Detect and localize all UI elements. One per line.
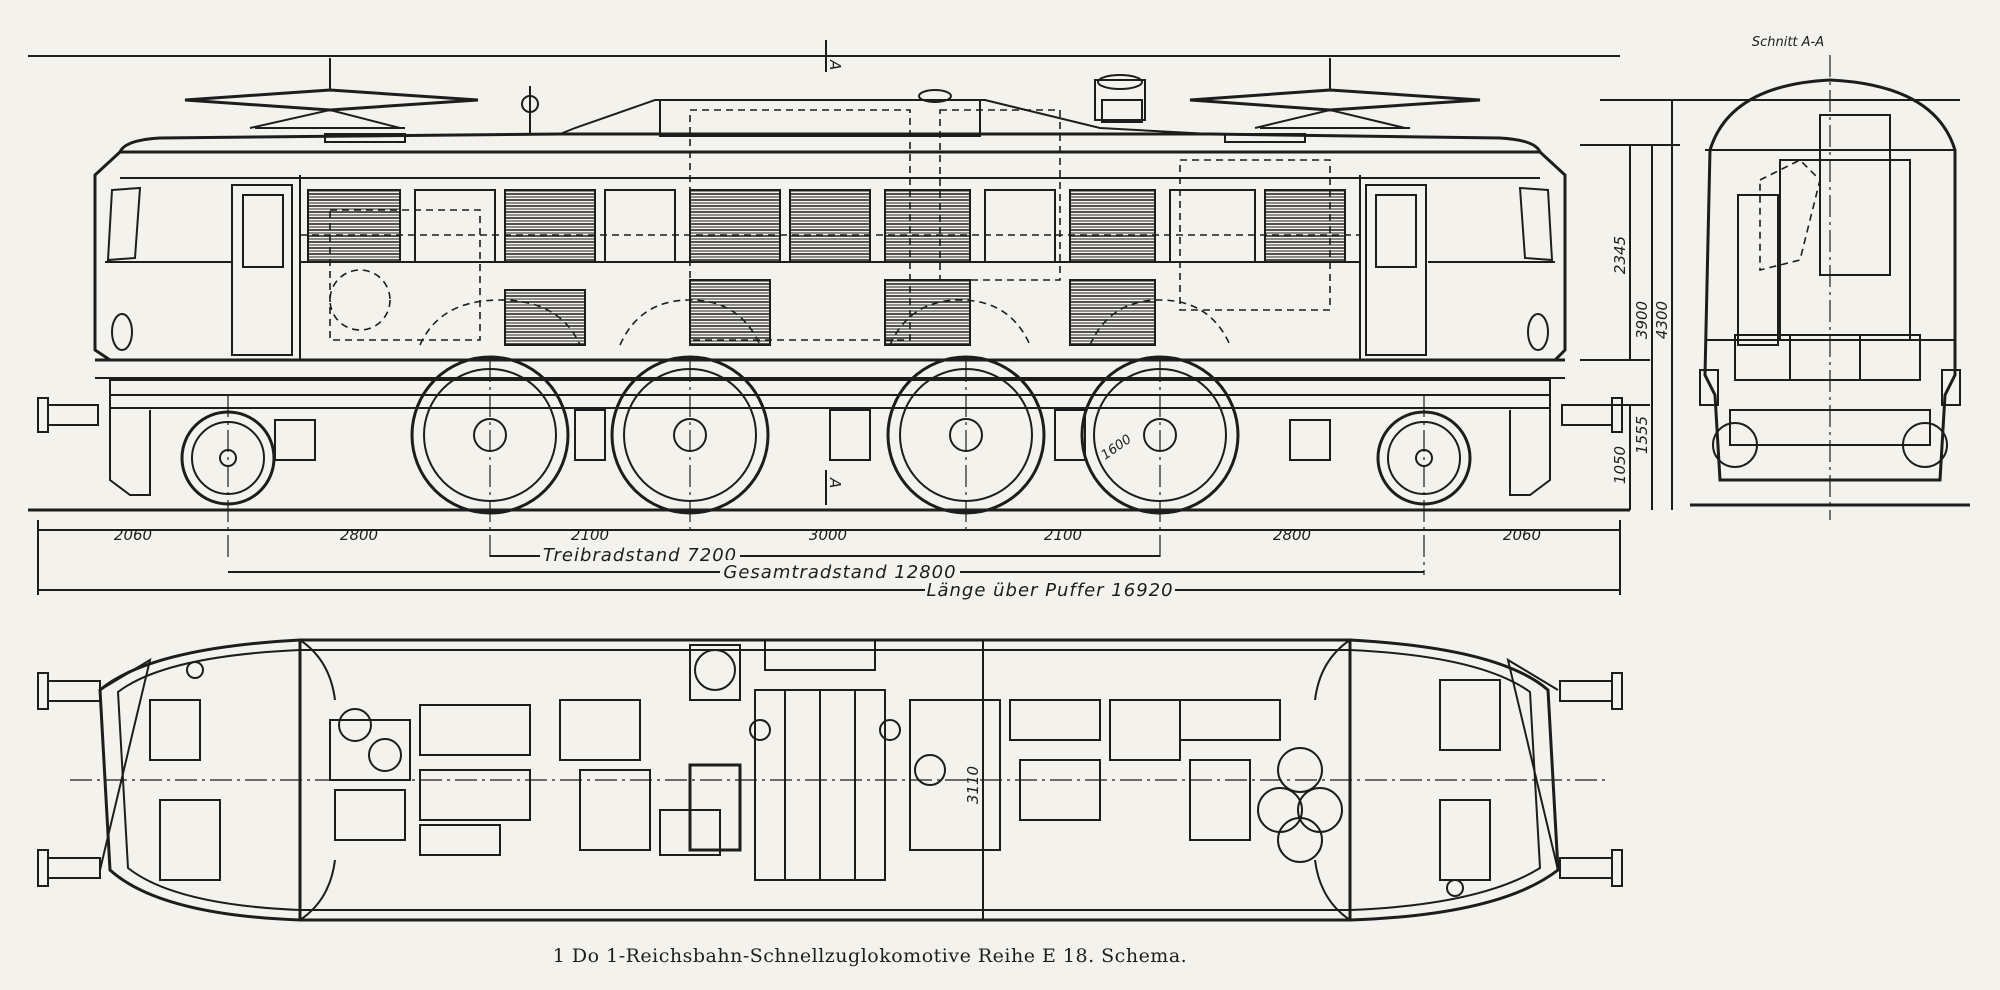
section-view: Schnitt A-A [1690, 35, 1970, 520]
section-mark-top: A [826, 59, 844, 70]
figure-caption: 1 Do 1-Reichsbahn-Schnellzuglokomotive R… [553, 945, 1187, 967]
buffers-plan [37, 672, 1623, 887]
gesamtradstand-label: Gesamtradstand 12800 [723, 562, 956, 583]
height-4300: 4300 [1653, 301, 1671, 339]
height-1555: 1555 [1633, 416, 1651, 454]
dim-2060-left: 2060 [114, 526, 152, 544]
height-3900: 3900 [1633, 301, 1651, 339]
section-title: Schnitt A-A [1752, 35, 1824, 50]
plan-width-label: 3110 [964, 766, 982, 804]
laenge-label: Länge über Puffer 16920 [926, 580, 1173, 601]
wheel-diameter-label: 1600 [1099, 432, 1135, 463]
pantograph-right [1189, 58, 1481, 143]
plan-view: 3110 [37, 638, 1623, 922]
dim-2060-right: 2060 [1503, 526, 1541, 544]
pantograph-left [184, 58, 479, 143]
louver-grill [307, 189, 401, 263]
side-elevation: A [28, 40, 1690, 601]
section-mark-bottom: A [826, 477, 844, 488]
height-dimensions: 2345 3900 4300 1555 1050 [1580, 99, 1690, 510]
dim-2800-right: 2800 [1273, 526, 1311, 544]
dim-2100-left: 2100 [571, 526, 609, 544]
dim-2800-left: 2800 [340, 526, 378, 544]
height-1050: 1050 [1611, 446, 1629, 484]
dim-3000: 3000 [809, 526, 847, 544]
height-2345: 2345 [1611, 236, 1629, 274]
treibradstand-label: Treibradstand 7200 [543, 545, 737, 566]
dim-2100-right: 2100 [1044, 526, 1082, 544]
dimension-row: 2060 2800 2100 3000 2100 2800 2060 [114, 526, 1541, 544]
